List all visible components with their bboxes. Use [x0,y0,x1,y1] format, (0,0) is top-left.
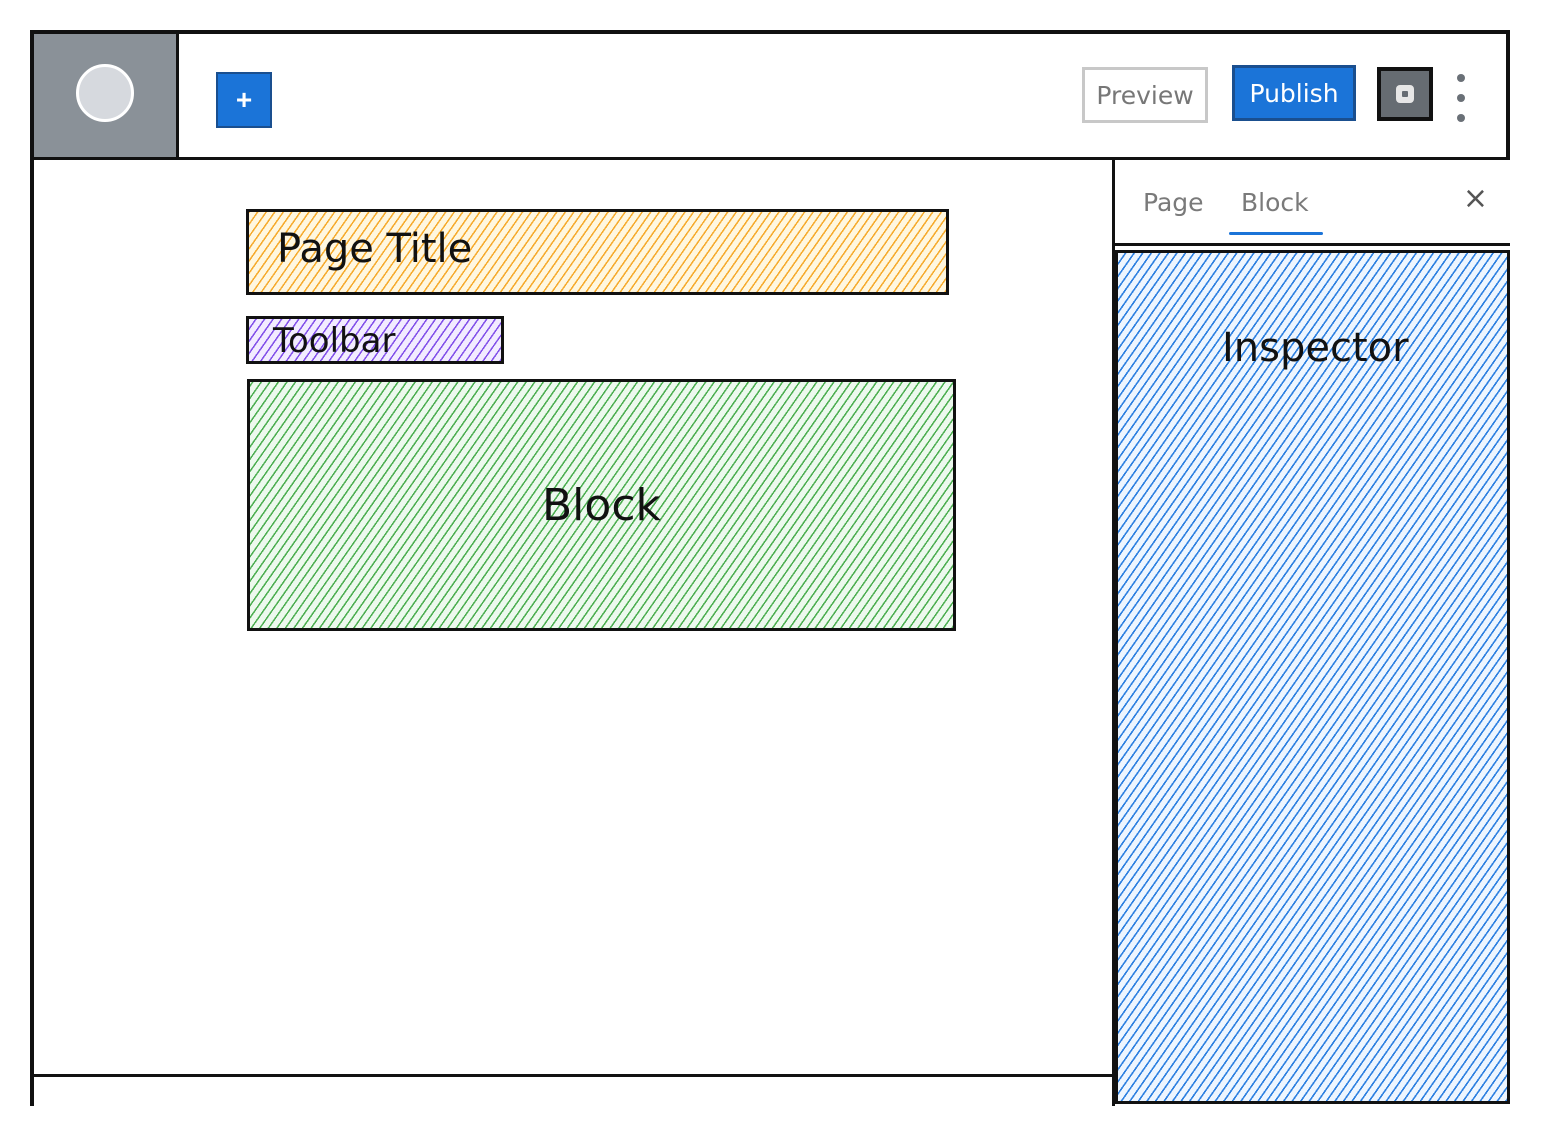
tab-block[interactable]: Block [1241,188,1309,217]
publish-button[interactable]: Publish [1232,65,1356,121]
page-title-label: Page Title [277,226,473,272]
close-icon[interactable]: × [1462,181,1488,216]
add-block-button[interactable]: + [216,72,272,128]
active-tab-indicator [1229,232,1323,235]
tab-page[interactable]: Page [1143,188,1204,217]
inspector-label: Inspector [1222,325,1409,371]
preview-button[interactable]: Preview [1082,67,1208,123]
circle-logo-icon [76,64,134,122]
sidebar-tabs: Page Block × [1115,160,1510,246]
logo-panel[interactable] [34,34,179,157]
content-block-label: Block [541,480,661,531]
more-options-button[interactable] [1451,74,1471,122]
vertical-dots-icon [1457,74,1465,82]
content-block[interactable]: Block [247,379,956,631]
settings-icon [1396,85,1414,103]
toolbar-label: Toolbar [273,321,396,361]
vertical-dots-icon [1457,114,1465,122]
vertical-dots-icon [1457,94,1465,102]
inspector-panel: Inspector [1115,250,1510,1104]
plus-icon: + [235,84,253,115]
footer-strip [34,1074,1112,1106]
top-bar: + Preview Publish [34,34,1506,160]
page-title-block[interactable]: Page Title [246,209,949,295]
toolbar-block[interactable]: Toolbar [246,316,504,364]
editor-window: + Preview Publish Page Title Toolbar Blo… [30,30,1510,1106]
inspector-sidebar: Page Block × Inspector [1112,160,1510,1106]
settings-button[interactable] [1377,67,1433,121]
